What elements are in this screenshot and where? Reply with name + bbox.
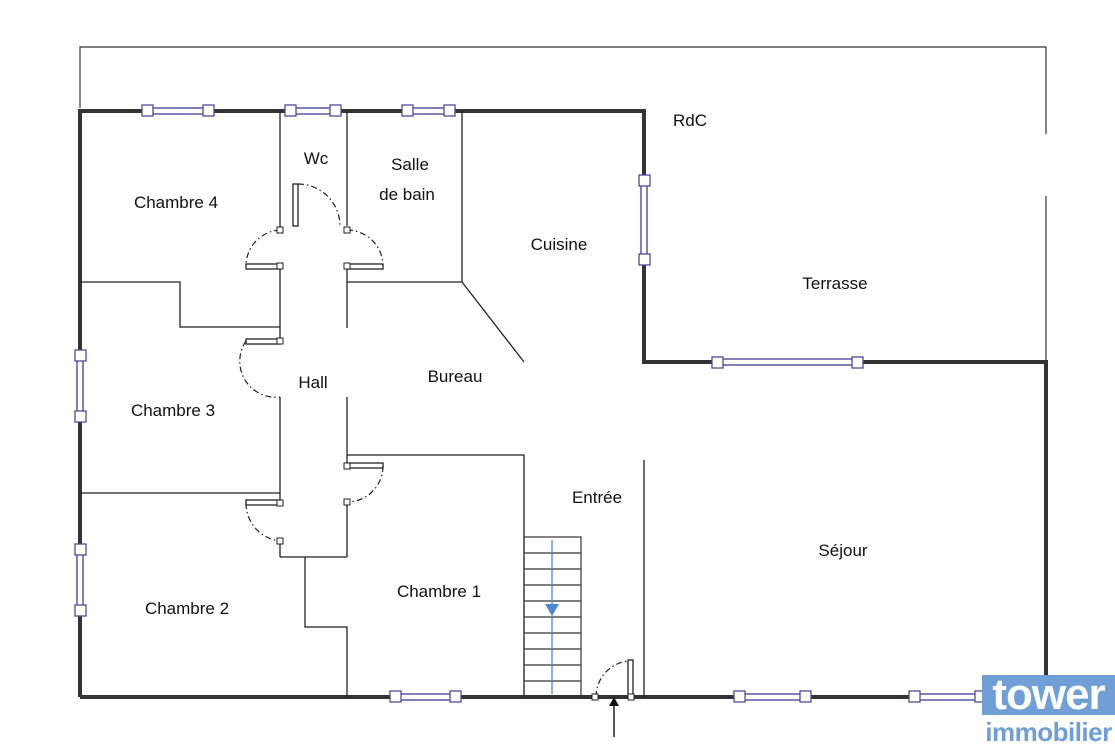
door-wc: [292, 183, 341, 227]
room-label-salle-de-bain-line1: Salle: [391, 155, 429, 174]
door-salle-de-bain: [343, 226, 384, 270]
door-entree: [591, 659, 635, 701]
window-chambre4: [141, 104, 215, 117]
logo-bottom-text: immobilier: [985, 717, 1112, 747]
window-cuisine: [638, 174, 651, 266]
room-label-sejour: Séjour: [818, 541, 867, 560]
door-chambre2: [245, 499, 284, 545]
room-label-chambre4: Chambre 4: [134, 193, 218, 212]
window-sejour-bottom-2: [908, 690, 987, 703]
windows: [74, 104, 987, 703]
logo-top-text: tower: [982, 673, 1115, 717]
room-label-salle-de-bain-line2: de bain: [379, 185, 435, 204]
property-outline: [79, 46, 1047, 134]
window-chambre2: [74, 543, 87, 617]
door-chambre1: [343, 462, 384, 506]
staircase: [523, 536, 582, 698]
door-chambre4: [245, 226, 284, 270]
room-label-chambre1: Chambre 1: [397, 582, 481, 601]
room-label-cuisine: Cuisine: [531, 235, 588, 254]
window-salle-de-bain: [401, 104, 456, 117]
window-chambre1: [389, 690, 462, 703]
entry-arrow-icon: [609, 697, 619, 737]
room-label-hall: Hall: [298, 373, 327, 392]
window-sejour-top: [711, 356, 864, 369]
tower-immobilier-logo: tower immobilier: [982, 673, 1115, 749]
window-chambre3: [74, 349, 87, 423]
room-label-chambre3: Chambre 3: [131, 401, 215, 420]
level-label: RdC: [673, 111, 707, 130]
room-label-chambre2: Chambre 2: [145, 599, 229, 618]
window-sejour-bottom-1: [733, 690, 812, 703]
room-label-entree: Entrée: [572, 488, 622, 507]
room-label-terrasse: Terrasse: [802, 274, 867, 293]
interior-walls: [80, 111, 645, 697]
doors: [239, 183, 635, 701]
stair-arrow-icon: [545, 604, 559, 616]
window-wc: [284, 104, 342, 117]
room-label-bureau: Bureau: [428, 367, 483, 386]
door-chambre3: [239, 337, 284, 398]
room-label-wc: Wc: [304, 149, 329, 168]
